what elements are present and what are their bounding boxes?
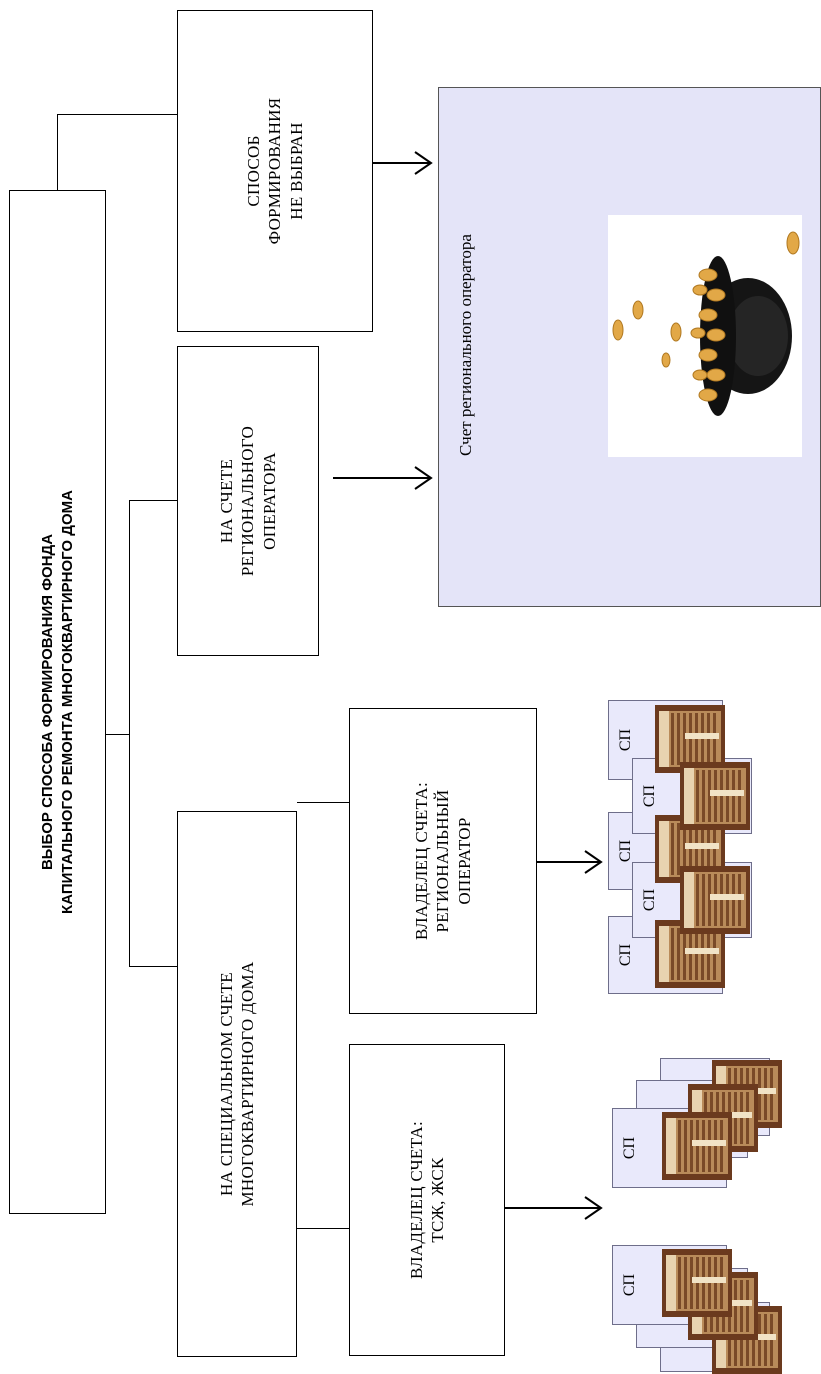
connector-top-vertical xyxy=(57,114,58,191)
building-icon xyxy=(680,762,750,830)
arrow-owner-regional xyxy=(537,850,603,874)
building-icon xyxy=(712,1306,782,1374)
owner-regional-label: ВЛАДЕЛЕЦ СЧЕТА: РЕГИОНАЛЬНЫЙ ОПЕРАТОР xyxy=(412,781,474,941)
not-selected-label: СПОСОБ ФОРМИРОВАНИЯ НЕ ВЫБРАН xyxy=(244,97,306,245)
building-icon xyxy=(662,1249,732,1317)
sp-label: СП xyxy=(617,728,634,752)
main-title: ВЫБОР СПОСОБА ФОРМИРОВАНИЯ ФОНДА КАПИТАЛ… xyxy=(38,490,76,914)
arrow-not-selected xyxy=(373,151,433,175)
special-account-label: НА СПЕЦИАЛЬНОМ СЧЕТЕ МНОГОКВАРТИРНОГО ДО… xyxy=(216,961,257,1207)
arrow-regional-operator xyxy=(333,466,433,490)
main-title-box: ВЫБОР СПОСОБА ФОРМИРОВАНИЯ ФОНДА КАПИТАЛ… xyxy=(9,190,106,1214)
building-icon xyxy=(680,866,750,934)
sp-label: СП xyxy=(641,784,658,808)
regional-operator-label: НА СЧЕТЕ РЕГИОНАЛЬНОГО ОПЕРАТОРА xyxy=(217,425,279,577)
sp-label: СП xyxy=(621,1273,638,1297)
building-icon xyxy=(662,1112,732,1180)
connector-branch-to-regional xyxy=(129,500,177,501)
building-icon xyxy=(655,705,725,773)
pot-of-coins-image xyxy=(608,215,802,457)
owner-regional-box: ВЛАДЕЛЕЦ СЧЕТА: РЕГИОНАЛЬНЫЙ ОПЕРАТОР xyxy=(349,708,537,1014)
regional-operator-account-label: Счет регионального оператора xyxy=(456,234,475,456)
connector-main-stub xyxy=(106,734,129,735)
sp-label: СП xyxy=(641,888,658,912)
sp-label: СП xyxy=(617,943,634,967)
connector-branch-to-special xyxy=(129,966,177,967)
sp-label: СП xyxy=(621,1136,638,1160)
sp-label: СП xyxy=(617,839,634,863)
owner-hoa-label: ВЛАДЕЛЕЦ СЧЕТА: ТСЖ, ЖСК xyxy=(406,1120,447,1280)
connector-special-to-owner-regional xyxy=(297,802,349,803)
connector-branch-vertical xyxy=(129,500,130,966)
owner-hoa-box: ВЛАДЕЛЕЦ СЧЕТА: ТСЖ, ЖСК xyxy=(349,1044,505,1356)
special-account-box: НА СПЕЦИАЛЬНОМ СЧЕТЕ МНОГОКВАРТИРНОГО ДО… xyxy=(177,811,297,1357)
regional-operator-box: НА СЧЕТЕ РЕГИОНАЛЬНОГО ОПЕРАТОРА xyxy=(177,346,319,656)
not-selected-box: СПОСОБ ФОРМИРОВАНИЯ НЕ ВЫБРАН xyxy=(177,10,373,332)
connector-top-horizontal xyxy=(57,114,177,115)
arrow-owner-hoa xyxy=(505,1196,603,1220)
connector-special-to-owner-hoa xyxy=(297,1228,349,1229)
